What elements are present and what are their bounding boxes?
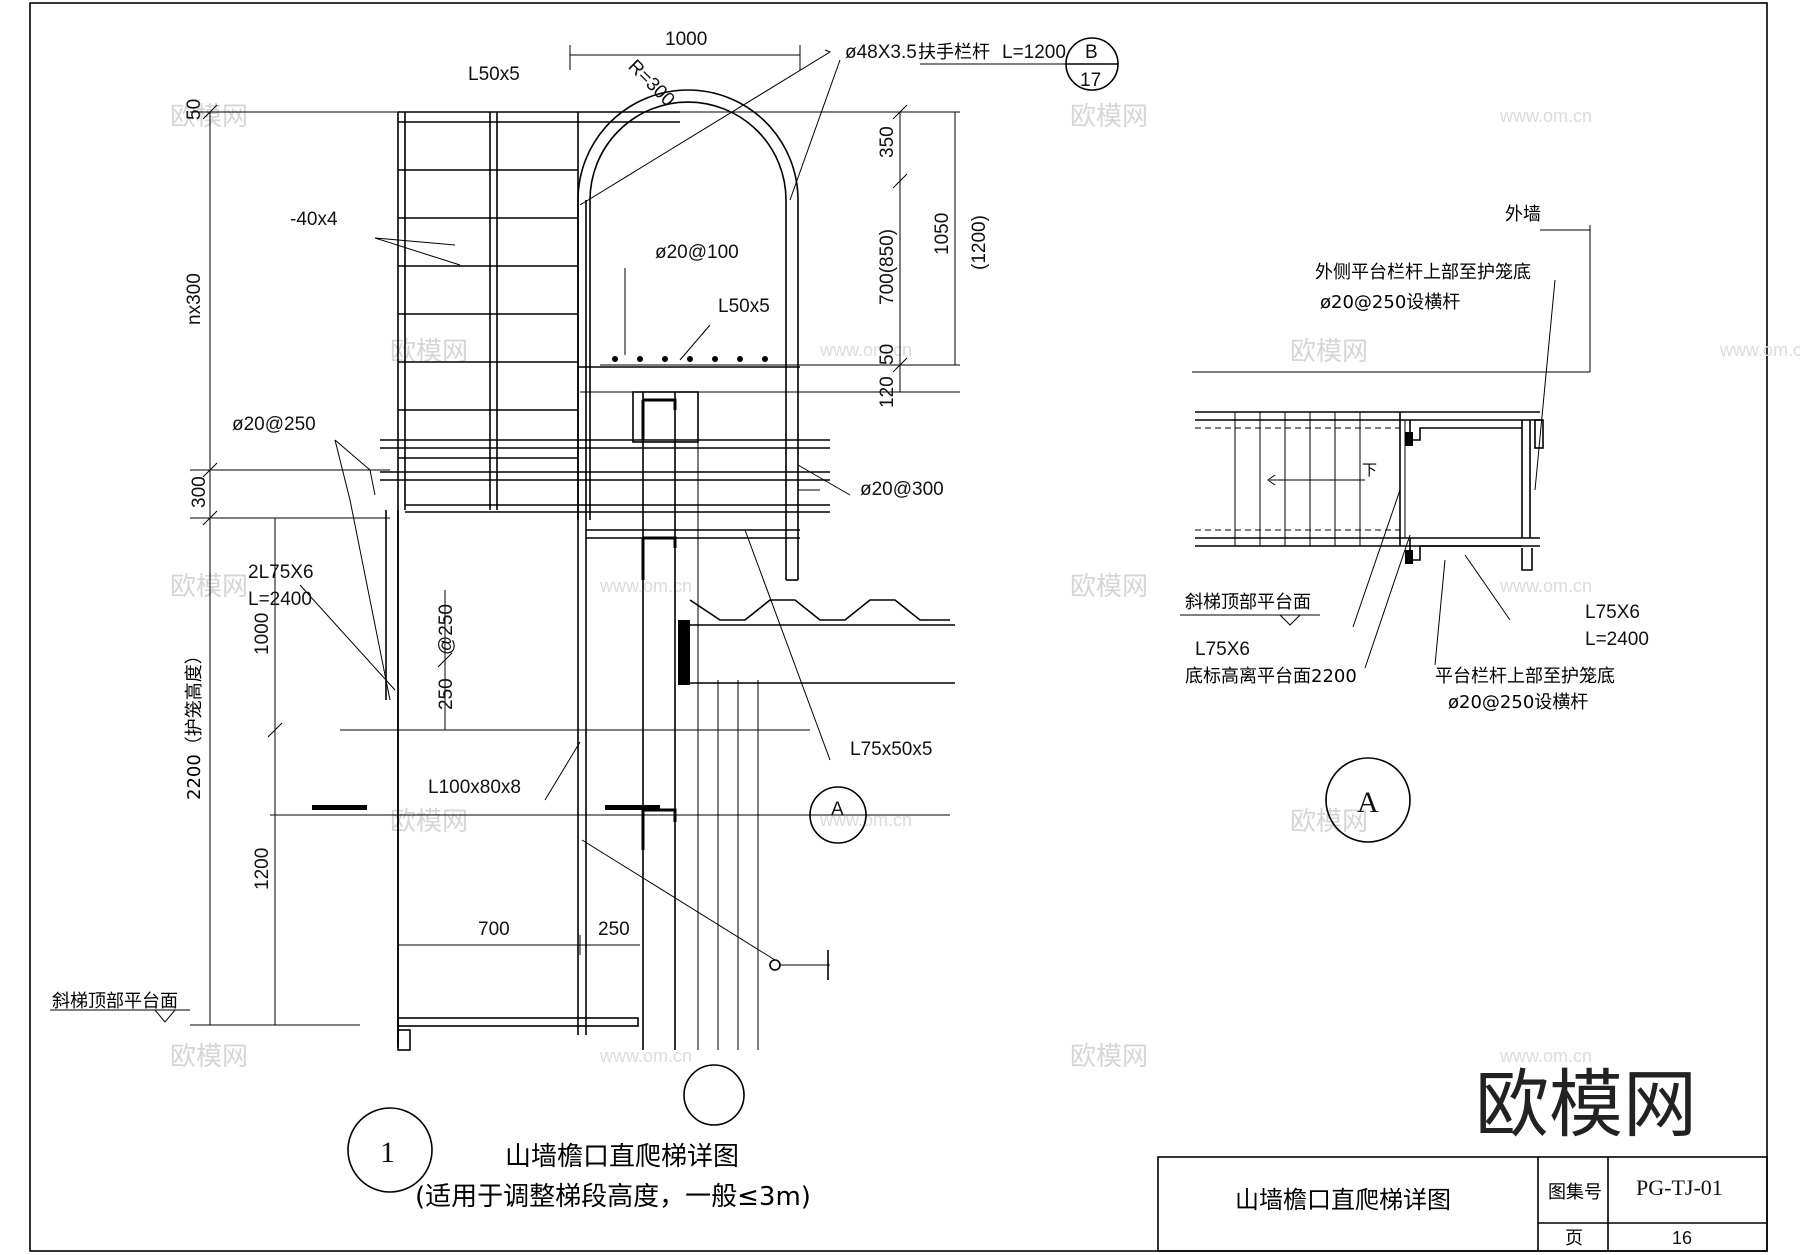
watermark-text: 欧模网	[390, 807, 468, 837]
angle-top-label: L50x5	[468, 64, 520, 85]
dim-250h-label: 250	[598, 919, 630, 940]
note1-line1: 外侧平台栏杆上部至护笼底	[1315, 262, 1531, 283]
watermark-text: 欧模网	[170, 102, 248, 132]
watermark-url: www.om.cn	[1719, 340, 1800, 360]
detail-a-drawing	[1180, 225, 1591, 843]
watermark-text: 欧模网	[170, 1042, 248, 1072]
handrail-length: L=1200	[1002, 42, 1066, 63]
watermark-text: 欧模网	[1070, 102, 1148, 132]
rod-250-label: ø20@250	[232, 414, 316, 435]
ref-circle-top: B	[1085, 42, 1098, 63]
watermark-url: www.om.cn	[599, 576, 692, 596]
radius-label: R=300	[624, 56, 679, 111]
platform-top-label: 斜梯顶部平台面	[52, 991, 178, 1012]
note1-line2: ø20@250设横杆	[1320, 292, 1460, 313]
dim-1200-paren-label: (1200)	[969, 215, 990, 270]
roof-deck	[689, 599, 950, 621]
section-mark-label: A	[831, 799, 844, 820]
dim-120-label: 120	[877, 376, 898, 408]
title-block-atlas-no: PG-TJ-01	[1636, 1175, 1723, 1200]
logo-text: 欧模网	[1475, 1062, 1697, 1148]
rod-100-label: ø20@100	[655, 242, 739, 263]
dim-50-label: 50	[184, 99, 205, 120]
flat-bar-label: -40x4	[290, 209, 338, 230]
title-block-page-no: 16	[1672, 1228, 1692, 1248]
angle-l100-label: L100x80x8	[428, 777, 521, 798]
dim-300-label: 300	[189, 476, 210, 508]
dim-700-850-label: 700(850)	[877, 229, 898, 305]
handrail-spec: ø48X3.5	[845, 42, 917, 63]
detail-1-title: 1 山墙檐口直爬梯详图 (适用于调整梯段高度，一般≤3m)	[347, 1107, 811, 1212]
detail-1-drawing	[50, 37, 1119, 1126]
rod-dots	[612, 356, 768, 362]
angle-l75-label: L75x50x5	[850, 739, 932, 760]
handrail-name: 扶手栏杆	[918, 42, 990, 63]
watermark-text: 欧模网	[1290, 337, 1368, 367]
detail-1-title-text: 山墙檐口直爬梯详图	[505, 1142, 739, 1172]
sheet-border	[29, 2, 1768, 1252]
cage-height-label: 2200（护笼高度）	[184, 646, 205, 800]
detail-1-number: 1	[380, 1136, 395, 1169]
angle-2l-length: L=2400	[248, 589, 312, 610]
watermark-url: www.om.cn	[1499, 1046, 1592, 1066]
dim-700-label: 700	[478, 919, 510, 940]
title-block-page-label: 页	[1565, 1228, 1583, 1249]
angle-l75b-label-a: L75X6	[1195, 639, 1250, 660]
watermark-text: 欧模网	[1290, 807, 1368, 837]
ref-circle-bottom: 17	[1080, 70, 1101, 91]
ladder-rungs	[380, 169, 830, 539]
dim-50b-label: 50	[877, 344, 898, 365]
watermark-url: www.om.cn	[599, 1046, 692, 1066]
angle-l75-label-a: L75X6	[1585, 602, 1640, 623]
dim-1000-top: 1000	[665, 29, 707, 50]
handrail-hoop	[577, 89, 799, 580]
dim-1050-label: 1050	[932, 213, 953, 255]
down-arrow-label: 下	[1362, 461, 1377, 479]
dim-350-label: 350	[877, 126, 898, 158]
angle-2l-label: 2L75X6	[248, 562, 314, 583]
detail-1-labels: 1000 ø48X3.5 扶手栏杆 L=1200 B 17 L50x5 R=30…	[52, 29, 1101, 1012]
watermark-url: www.om.cn	[819, 340, 912, 360]
platform-top-label-a: 斜梯顶部平台面	[1185, 592, 1311, 613]
note2-line1: 平台栏杆上部至护笼底	[1435, 666, 1615, 687]
nx300-label: nx300	[184, 273, 205, 325]
watermark-url: www.om.cn	[1499, 576, 1592, 596]
rod-300-label: ø20@300	[860, 479, 944, 500]
detail-a-labels: 外墙 外侧平台栏杆上部至护笼底 ø20@250设横杆 下 斜梯顶部平台面 L75…	[1185, 204, 1649, 819]
angle-mid-label: L50x5	[718, 296, 770, 317]
dim-at250-label: @250	[436, 604, 457, 655]
dim-1000-left-label: 1000	[252, 613, 273, 655]
angle-l75-length-a: L=2400	[1585, 629, 1649, 650]
watermark-text: 欧模网	[1070, 1042, 1148, 1072]
watermark-text: 欧模网	[1070, 572, 1148, 602]
watermark-text: 欧模网	[170, 572, 248, 602]
note2-line2: ø20@250设横杆	[1448, 692, 1588, 713]
detail-1-subtitle: (适用于调整梯段高度，一般≤3m)	[415, 1182, 811, 1212]
title-block: 山墙檐口直爬梯详图 图集号 PG-TJ-01 页 16	[1157, 1156, 1768, 1252]
watermark-url: www.om.cn	[1499, 106, 1592, 126]
dim-1200-left-label: 1200	[252, 848, 273, 890]
title-block-atlas-label: 图集号	[1548, 1182, 1602, 1203]
bottom-elev-label: 底标高离平台面2200	[1185, 666, 1357, 687]
outer-wall-label: 外墙	[1505, 204, 1541, 225]
title-block-name: 山墙檐口直爬梯详图	[1235, 1186, 1451, 1214]
dim-250v-label: 250	[436, 678, 457, 710]
watermark-layer: 欧模网 欧模网 www.om.cn 欧模网 www.om.cn 欧模网 www.…	[170, 102, 1800, 1072]
detail-a-mark: A	[1357, 786, 1379, 819]
